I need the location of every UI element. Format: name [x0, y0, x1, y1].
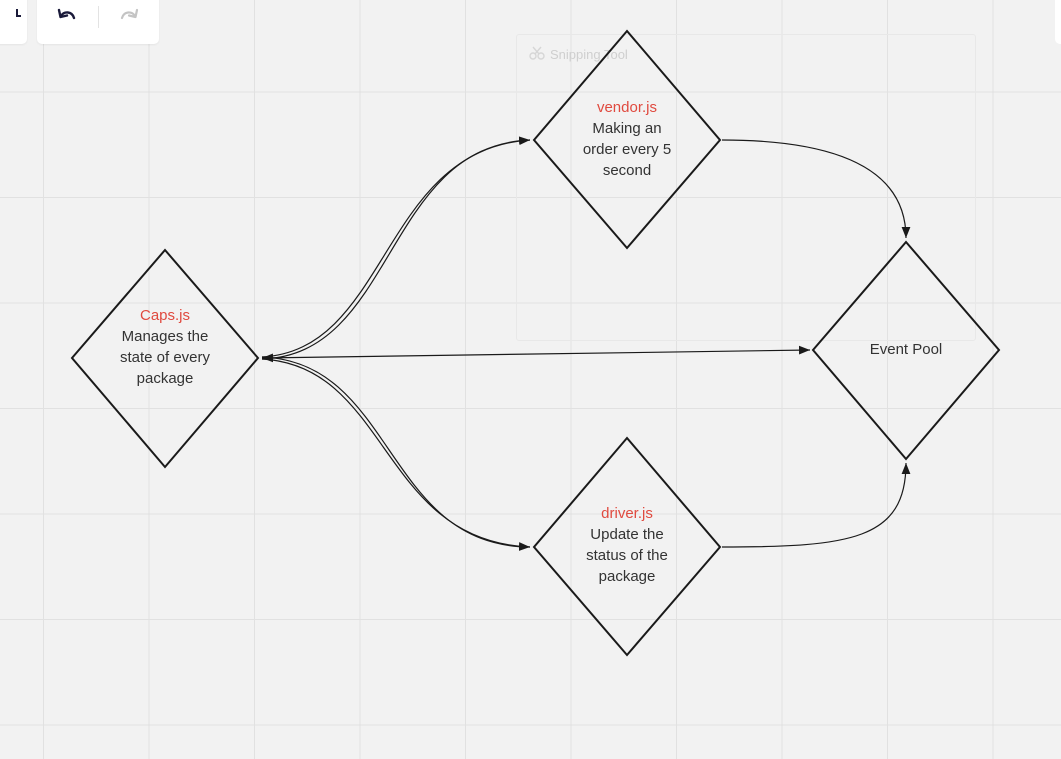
snipping-tool-title: Snipping Tool: [529, 46, 628, 63]
undo-icon: [55, 7, 79, 32]
redo-icon: [117, 7, 141, 32]
snipping-tool-window[interactable]: Snipping Tool: [516, 34, 976, 341]
right-toolbar-edge: [1055, 0, 1061, 44]
caps-node-shape[interactable]: [70, 248, 260, 469]
connector-caps-to-vendor-return: [261, 139, 531, 360]
snipping-tool-label: Snipping Tool: [550, 47, 628, 62]
vendor-node-label: vendor.js Making an order every 5 second: [577, 97, 677, 181]
driver-node-shape[interactable]: [532, 436, 722, 657]
driver-node-label: driver.js Update the status of the packa…: [572, 503, 682, 587]
scissors-icon: [529, 46, 545, 63]
vendor-filename: vendor.js: [596, 99, 658, 116]
caps-node-label: Caps.js Manages the state of every packa…: [110, 305, 220, 389]
history-toolbar: [37, 0, 159, 44]
driver-description: Update the status of the package: [586, 526, 668, 585]
driver-filename: driver.js: [601, 505, 653, 522]
connector-caps-event-pool[interactable]: [261, 345, 811, 363]
collapse-icon[interactable]: [15, 6, 23, 25]
connector-caps-to-vendor[interactable]: [261, 136, 531, 358]
connector-driver-to-event-pool[interactable]: [721, 462, 911, 548]
caps-filename: Caps.js: [139, 307, 191, 324]
connector-vendor-to-event-pool[interactable]: [721, 139, 911, 239]
event-pool-description: Event Pool: [869, 341, 943, 358]
vendor-description: Making an order every 5 second: [582, 120, 672, 179]
toolbar-separator: [98, 6, 99, 28]
connector-caps-to-driver-return: [261, 356, 531, 548]
undo-button[interactable]: [50, 2, 84, 36]
event-pool-node-shape[interactable]: [811, 240, 1001, 461]
caps-description: Manages the state of every package: [119, 328, 211, 387]
connector-caps-to-driver[interactable]: [261, 358, 531, 551]
toolbar-left-panel: [0, 0, 27, 44]
vendor-node-shape[interactable]: [532, 29, 722, 250]
event-pool-node-label: Event Pool: [846, 339, 966, 360]
redo-button[interactable]: [112, 2, 146, 36]
